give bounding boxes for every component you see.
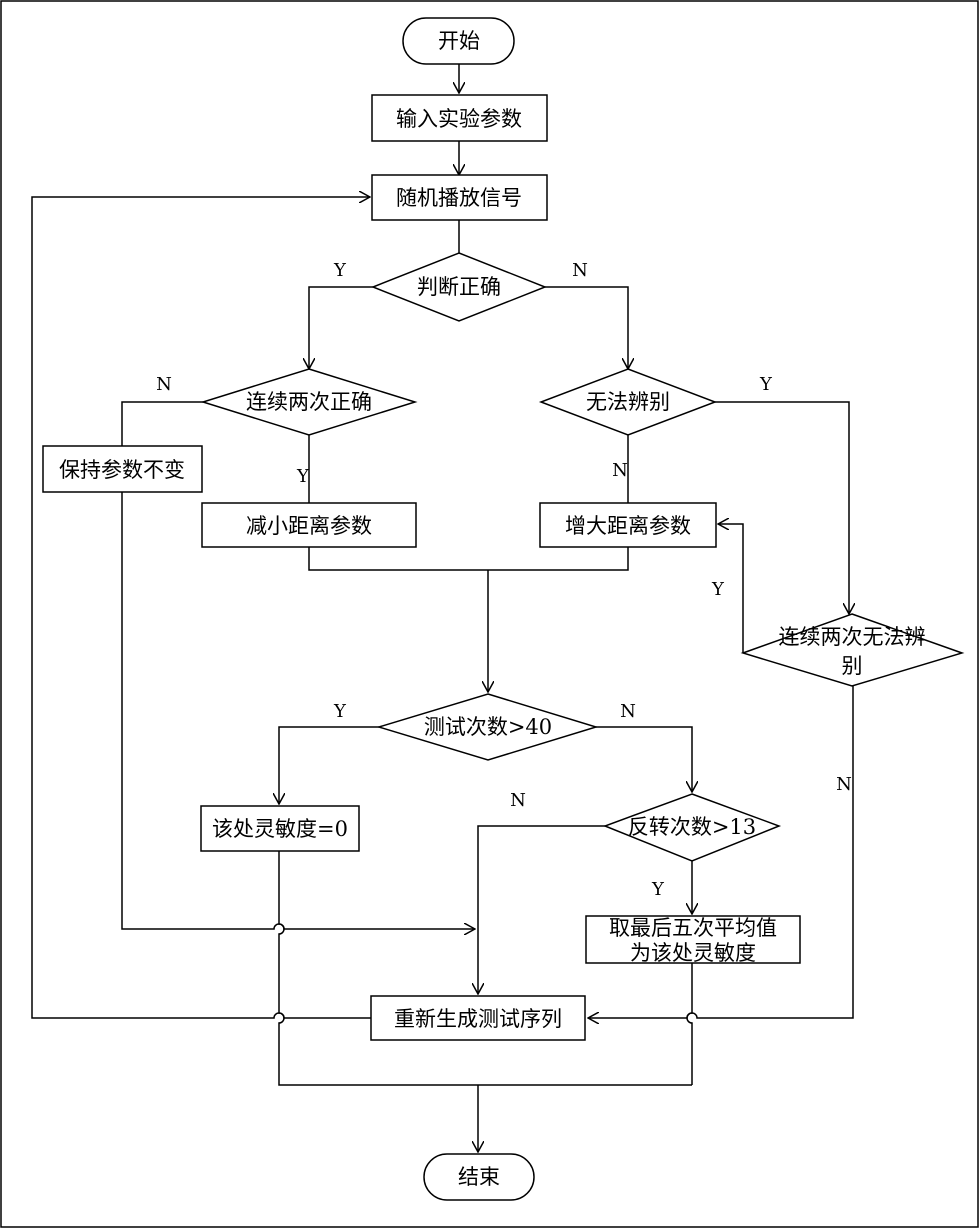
two-correct-yes-label: Y — [296, 466, 310, 487]
increase-distance-label: 增大距离参数 — [565, 514, 691, 538]
edge-two-correct-no — [121, 401, 203, 446]
test-yes-label: Y — [333, 701, 347, 722]
edge-keep-regenerate — [121, 492, 475, 929]
average-label-line2: 为该处灵敏度 — [630, 941, 756, 965]
judge-no-label: N — [572, 260, 588, 281]
edge-test-no — [596, 726, 692, 792]
reversal-count-label: 反转次数>13 — [628, 815, 756, 839]
nodes: 开始 输入实验参数 随机播放信号 判断正确 连续两次正确 无法辨别 保持参数不变… — [42, 17, 965, 1201]
sensitivity-zero-box — [200, 805, 360, 852]
two-correct-label: 连续两次正确 — [246, 390, 372, 414]
edge-regenerate-loop — [31, 197, 371, 1019]
edge-judge-yes — [309, 286, 373, 369]
input-params-box — [371, 94, 548, 142]
start-terminal — [402, 17, 515, 65]
two-cannot-yes-label: Y — [711, 579, 725, 600]
keep-params-box — [42, 445, 203, 493]
start-label: 开始 — [438, 29, 480, 53]
edge-zero-end — [278, 851, 692, 1086]
judge-correct-label: 判断正确 — [417, 275, 501, 299]
cannot-yes-label: Y — [759, 374, 773, 395]
end-terminal — [423, 1153, 535, 1201]
reversal-no-label: N — [510, 790, 526, 811]
two-cannot-label-line1: 连续两次无法辨 — [779, 625, 926, 649]
cannot-no-label: N — [612, 460, 628, 481]
average-label-line1: 取最后五次平均值 — [609, 916, 777, 940]
decrease-distance-box — [201, 502, 417, 548]
two-cannot-label-line2: 别 — [842, 654, 863, 678]
input-params-label: 输入实验参数 — [396, 107, 522, 131]
two-cannot-no-label: N — [836, 774, 852, 795]
cannot-distinguish-diamond — [538, 368, 718, 436]
play-signal-box — [371, 174, 548, 221]
keep-params-label: 保持参数不变 — [59, 458, 185, 482]
edge-cannot-yes — [715, 401, 849, 614]
edge-reversal-no — [478, 825, 605, 994]
cannot-distinguish-label: 无法辨别 — [586, 390, 670, 414]
increase-distance-box — [539, 502, 717, 548]
edges — [31, 64, 854, 1152]
test-no-label: N — [620, 701, 636, 722]
reversal-yes-label: Y — [651, 879, 665, 900]
edge-two-cannot-no — [588, 686, 854, 1018]
edge-labels: Y N N Y Y N Y N Y N N Y — [156, 260, 852, 900]
regenerate-box — [370, 995, 586, 1041]
test-count-label: 测试次数>40 — [424, 715, 552, 739]
edge-test-yes — [279, 726, 379, 804]
edge-two-cannot-yes — [718, 524, 744, 653]
judge-correct-diamond — [370, 252, 548, 322]
sensitivity-zero-label: 该处灵敏度=0 — [212, 817, 348, 841]
two-cannot-diamond — [740, 613, 965, 687]
two-correct-no-label: N — [156, 374, 172, 395]
two-correct-diamond — [200, 368, 418, 436]
edge-average-end — [686, 963, 693, 1085]
end-label: 结束 — [458, 1165, 500, 1189]
edge-judge-no — [545, 286, 628, 369]
judge-yes-label: Y — [333, 260, 347, 281]
test-count-diamond — [376, 693, 599, 761]
play-signal-label: 随机播放信号 — [396, 186, 522, 210]
reversal-count-diamond — [602, 793, 782, 862]
regenerate-label: 重新生成测试序列 — [394, 1007, 562, 1031]
edge-merge-left — [308, 547, 629, 571]
decrease-distance-label: 减小距离参数 — [246, 514, 372, 538]
average-box — [585, 915, 801, 964]
